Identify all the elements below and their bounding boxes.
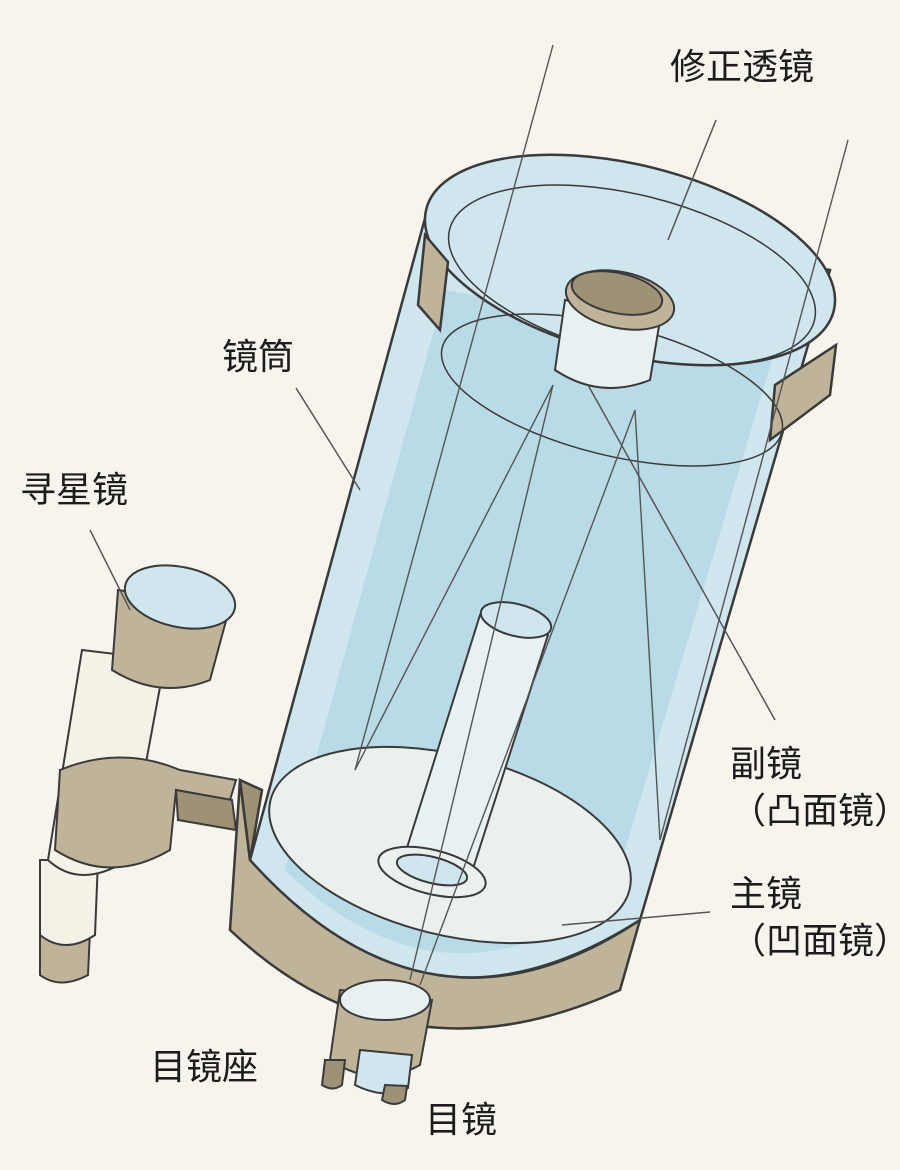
leader-lines [89, 119, 776, 926]
secondary-mirror-name: 副镜 [730, 744, 803, 785]
label-finder: 寻星镜 [20, 470, 129, 511]
leader-primary-mirror [561, 911, 711, 926]
secondary-mirror [553, 269, 676, 389]
finder-scope [39, 564, 238, 984]
label-primary-mirror: 主镜 （凹面镜） [730, 872, 900, 966]
baffle-tube [377, 601, 553, 899]
eyepiece-assembly [320, 979, 434, 1105]
label-eyepiece: 目镜 [425, 1100, 498, 1141]
bottom-ring [228, 777, 643, 1030]
label-eyepiece-holder: 目镜座 [150, 1047, 259, 1088]
primary-mirror-name: 主镜 [730, 874, 803, 915]
leader-tube [295, 387, 361, 491]
leader-secondary-mirror [587, 384, 776, 721]
label-tube: 镜筒 [222, 337, 295, 378]
leader-correcting-lens [667, 119, 717, 241]
label-correcting-lens: 修正透镜 [670, 47, 815, 88]
primary-mirror-type: （凹面镜） [730, 920, 900, 962]
secondary-mirror-type: （凸面镜） [730, 790, 900, 832]
label-secondary-mirror: 副镜 （凸面镜） [730, 742, 900, 836]
light-rays [354, 44, 849, 986]
leader-finder [89, 529, 131, 611]
